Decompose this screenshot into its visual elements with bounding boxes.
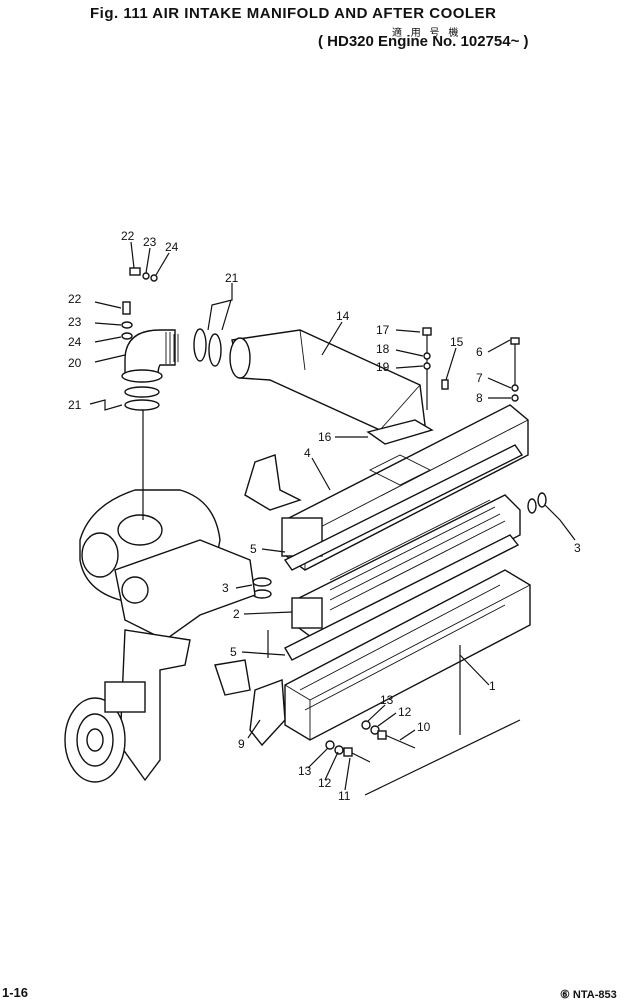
elbow-gasket — [249, 679, 286, 747]
leader-lines — [89, 241, 576, 796]
page-number: 1-16 — [2, 985, 29, 1000]
top-right-bolts — [422, 327, 449, 410]
callout-19: 19 — [376, 360, 390, 374]
figure-title: Fig. 111 AIR INTAKE MANIFOLD AND AFTER C… — [90, 5, 497, 22]
connector-pipe — [229, 329, 426, 431]
callout-14: 14 — [336, 309, 350, 323]
callout-12: 12 — [398, 705, 412, 719]
o-rings-lower — [124, 386, 160, 411]
pipe-gasket — [366, 419, 434, 445]
case-bolts — [325, 720, 416, 763]
callout-11: 11 — [338, 789, 351, 803]
water-outlet — [244, 454, 302, 511]
top-bolt-assembly — [129, 267, 158, 282]
callout-9: 9 — [238, 737, 245, 751]
reference-code: ⑥ NTA-853 — [560, 989, 617, 1001]
callout-3: 3 — [222, 581, 229, 595]
exhaust-manifold — [114, 539, 256, 641]
callout-5: 5 — [250, 542, 257, 556]
gasket-lower — [284, 534, 520, 661]
callout-10: 10 — [417, 720, 431, 734]
callout-8: 8 — [476, 391, 483, 405]
small-gasket — [214, 659, 251, 696]
callout-18: 18 — [376, 342, 390, 356]
gasket-upper — [283, 444, 524, 571]
callout-21: 21 — [225, 271, 239, 285]
o-rings-upper — [193, 328, 222, 367]
callout-5: 5 — [230, 645, 237, 659]
callout-23: 23 — [68, 315, 82, 329]
elbow-pipe — [121, 329, 179, 383]
callout-15: 15 — [450, 335, 464, 349]
callout-1: 1 — [489, 679, 496, 693]
callout-3: 3 — [574, 541, 581, 555]
side-bolt-assembly — [121, 301, 133, 340]
callout-17: 17 — [376, 323, 390, 337]
callout-22: 22 — [121, 229, 135, 243]
callout-24: 24 — [165, 240, 179, 254]
callout-7: 7 — [476, 371, 483, 385]
cover-bolts — [510, 337, 520, 402]
callout-13: 13 — [380, 693, 394, 707]
callout-4: 4 — [304, 446, 311, 460]
aftercooler-core — [291, 494, 521, 641]
callout-21: 21 — [68, 398, 82, 412]
callout-labels: 22 23 24 21 22 23 24 20 21 14 17 18 19 1… — [68, 229, 581, 803]
callout-12: 12 — [318, 776, 332, 790]
applicability-note: ( HD320 Engine No. 102754~ ) — [318, 33, 529, 50]
o-rings-right — [527, 492, 547, 514]
applicability-kana: 適 用 号 機 — [392, 28, 462, 39]
pulley — [64, 681, 146, 783]
callout-2: 2 — [233, 607, 240, 621]
aftercooler-case — [284, 569, 531, 741]
intake-manifold-cover — [281, 404, 529, 571]
callout-23: 23 — [143, 235, 157, 249]
callout-13: 13 — [298, 764, 312, 778]
callout-6: 6 — [476, 345, 483, 359]
callout-20: 20 — [68, 356, 82, 370]
callout-16: 16 — [318, 430, 332, 444]
o-rings-left — [252, 577, 272, 599]
callout-24: 24 — [68, 335, 82, 349]
callout-22: 22 — [68, 292, 82, 306]
